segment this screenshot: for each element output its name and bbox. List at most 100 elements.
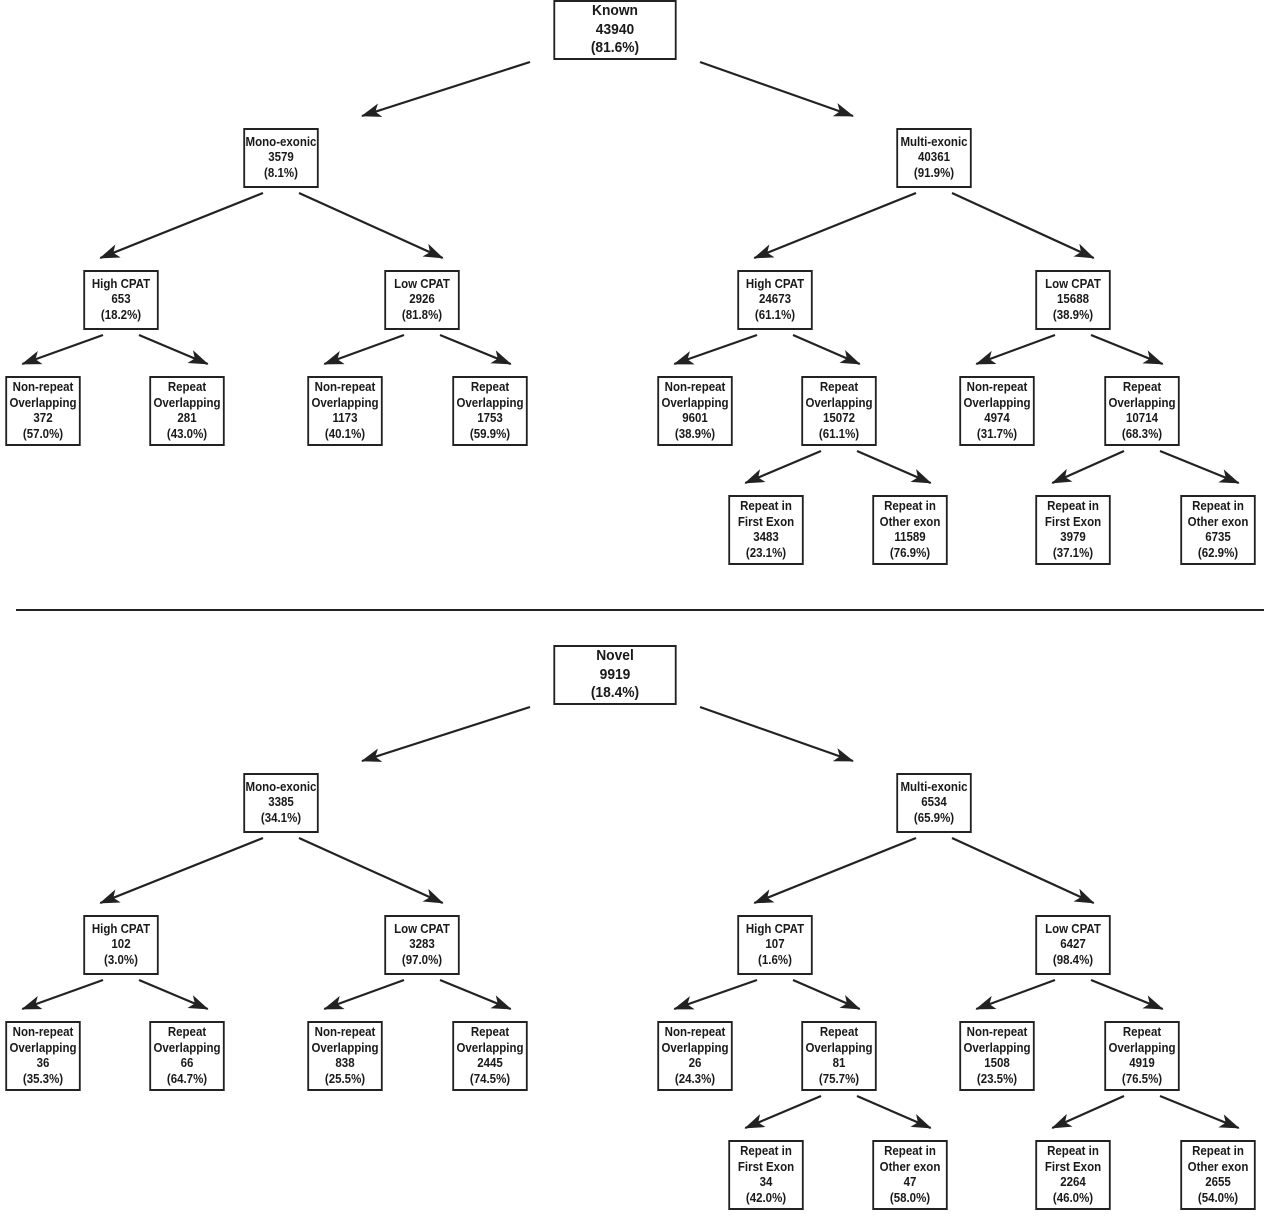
node-label: Low CPAT <box>394 276 450 291</box>
node-percent: (81.6%) <box>590 39 640 57</box>
node-percent: (81.8%) <box>401 307 443 322</box>
node-label: Non-repeat <box>314 380 376 394</box>
node-label: Overlapping <box>805 395 873 410</box>
node-count: 1508 <box>984 1056 1010 1070</box>
node-count: 2445 <box>477 1056 503 1070</box>
node-label: Repeat <box>167 1025 207 1039</box>
node-label: Non-repeat <box>12 1025 74 1039</box>
node-percent: (62.9%) <box>1197 545 1239 560</box>
novel-arrow-mono-to-mono-high <box>99 836 264 905</box>
node-percent: (57.0%) <box>22 426 64 441</box>
node-count: 3979 <box>1060 530 1086 544</box>
node-percent: (23.5%) <box>976 1071 1018 1086</box>
novel-arrow-mono-high-to-mono-high-repeat <box>138 978 209 1011</box>
novel-arrow-multi-to-multi-low <box>951 837 1095 904</box>
novel-arrow-mono-low-to-mono-low-nonrepeat <box>323 978 405 1011</box>
node-label: First Exon <box>1044 514 1102 529</box>
node-label: Overlapping <box>311 1040 379 1055</box>
node-label: Repeat in <box>740 1144 792 1158</box>
node-label: Non-repeat <box>12 380 74 394</box>
node-label: Overlapping <box>153 395 221 410</box>
node-count: 2926 <box>409 292 435 307</box>
node-percent: (43.0%) <box>166 426 208 441</box>
node-label: Repeat <box>819 1025 859 1039</box>
node-label: Overlapping <box>963 1040 1031 1055</box>
node-percent: (76.9%) <box>889 545 931 560</box>
node-label: Repeat in <box>1192 499 1244 513</box>
node-count: 102 <box>111 937 131 952</box>
node-label: Non-repeat <box>664 1025 726 1039</box>
node-percent: (18.4%) <box>590 684 640 702</box>
node-count: 838 <box>335 1056 355 1070</box>
novel-arrow-multi-high-repeat-to-multi-high-repeat-first <box>744 1094 822 1130</box>
node-count: 43940 <box>595 20 635 38</box>
node-label: Repeat <box>167 380 207 394</box>
novel-arrow-multi-high-to-multi-high-repeat <box>792 978 861 1011</box>
known-arrow-mono-high-to-mono-high-repeat <box>138 333 209 366</box>
node-count: 6427 <box>1060 937 1086 952</box>
node-count: 1173 <box>332 411 358 425</box>
node-label: Low CPAT <box>1045 276 1101 291</box>
node-count: 15688 <box>1057 292 1089 307</box>
node-label: Repeat in <box>884 499 936 513</box>
node-label: Repeat <box>470 380 510 394</box>
node-percent: (31.7%) <box>976 426 1018 441</box>
node-count: 3385 <box>268 795 294 810</box>
node-count: 3483 <box>753 530 779 544</box>
node-percent: (64.7%) <box>166 1071 208 1086</box>
node-count: 15072 <box>823 411 855 425</box>
node-count: 4919 <box>1129 1056 1155 1070</box>
node-label: Other exon <box>879 514 941 529</box>
node-label: Overlapping <box>1108 1040 1176 1055</box>
node-percent: (74.5%) <box>469 1071 511 1086</box>
node-label: Overlapping <box>456 395 524 410</box>
node-label: First Exon <box>737 514 795 529</box>
node-label: Repeat <box>470 1025 510 1039</box>
node-label: Repeat in <box>1192 1144 1244 1158</box>
node-label: Multi-exonic <box>900 779 968 794</box>
node-label: Repeat in <box>740 499 792 513</box>
node-count: 1753 <box>477 411 503 425</box>
node-count: 6534 <box>921 795 947 810</box>
known-arrow-mono-high-to-mono-high-nonrepeat <box>21 333 104 366</box>
node-label: Repeat in <box>884 1144 936 1158</box>
node-count: 66 <box>180 1056 194 1070</box>
known-arrow-mono-low-to-mono-low-nonrepeat <box>323 333 405 366</box>
novel-arrow-mono-to-mono-low <box>298 836 444 905</box>
known-arrow-multi-low-to-multi-low-repeat <box>1090 333 1164 366</box>
node-count: 281 <box>177 411 197 425</box>
node-count: 40361 <box>918 150 950 165</box>
node-label: First Exon <box>737 1159 795 1174</box>
node-percent: (40.1%) <box>324 426 366 441</box>
node-label: Overlapping <box>153 1040 221 1055</box>
known-arrow-mono-low-to-mono-low-repeat <box>439 333 512 366</box>
novel-arrow-mono-high-to-mono-high-nonrepeat <box>21 978 104 1011</box>
node-count: 9601 <box>682 411 708 425</box>
node-label: Repeat <box>819 380 859 394</box>
node-count: 26 <box>688 1056 702 1070</box>
node-count: 653 <box>111 292 131 307</box>
node-label: High CPAT <box>745 921 805 936</box>
node-count: 4974 <box>984 411 1010 425</box>
node-percent: (34.1%) <box>260 810 302 825</box>
node-label: Overlapping <box>456 1040 524 1055</box>
known-arrow-multi-low-repeat-to-multi-low-repeat-other <box>1159 449 1240 485</box>
node-count: 47 <box>903 1175 917 1189</box>
